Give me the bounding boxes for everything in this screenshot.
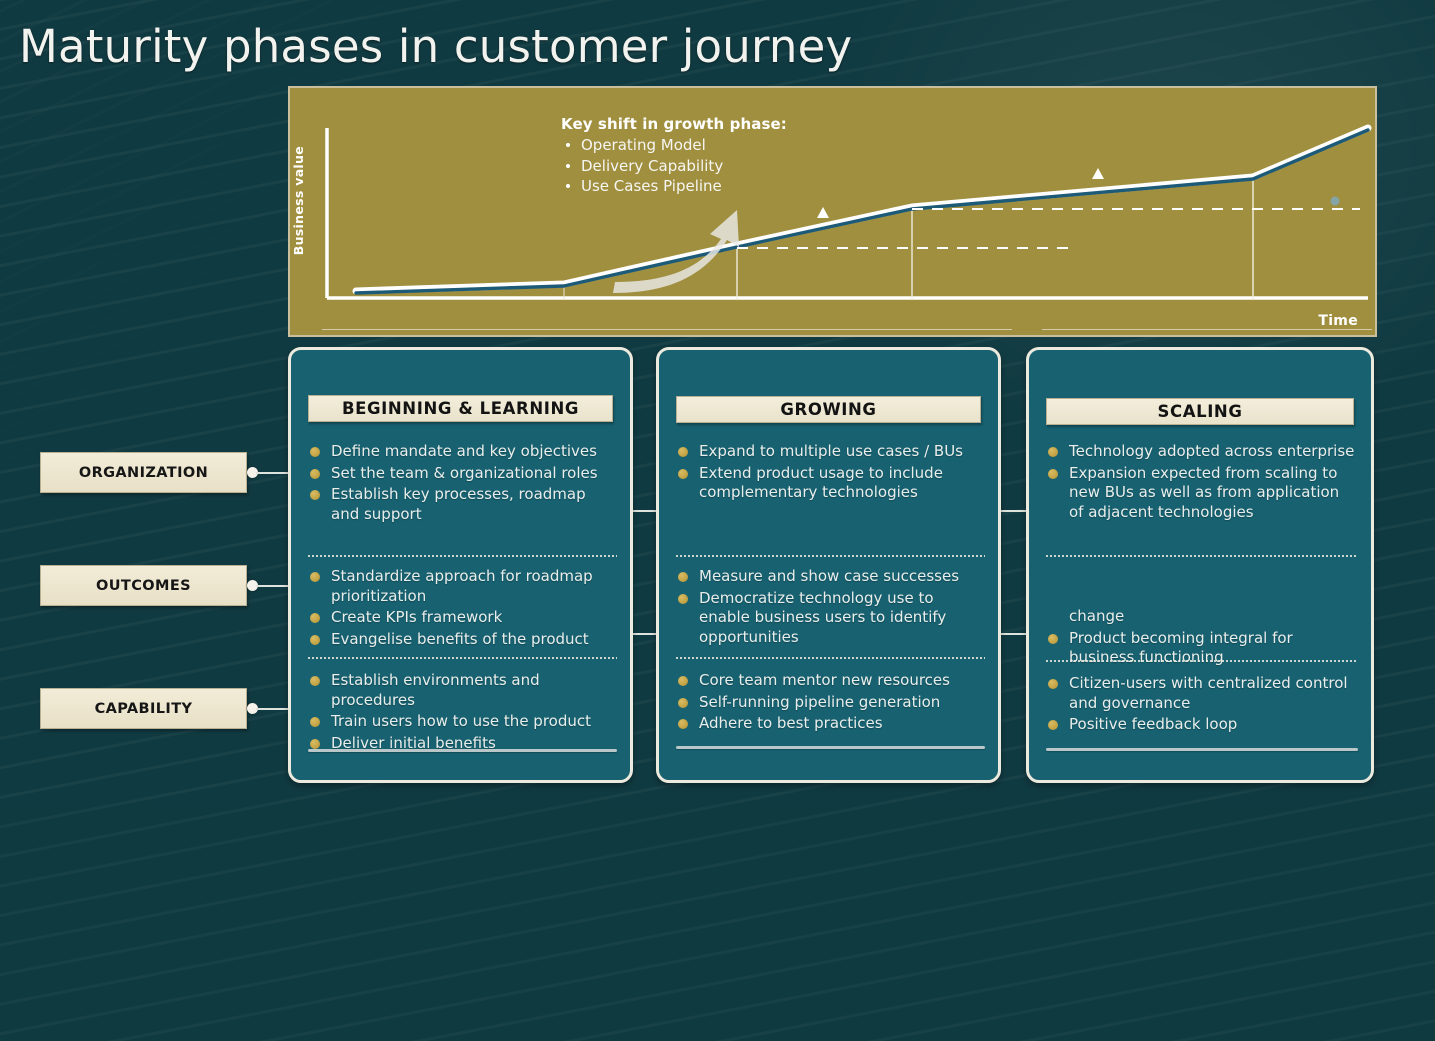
card-bottom-rule xyxy=(1046,748,1358,751)
business-value-chart-panel: Business value Time Key shift in growth … xyxy=(288,86,1377,337)
card-divider-1 xyxy=(676,555,985,557)
row-label-text: ORGANIZATION xyxy=(78,464,209,481)
growth-curve-line xyxy=(354,128,1370,295)
card-group-outcomes: Measure and show case successes Democrat… xyxy=(676,567,985,649)
marker-dot-icon xyxy=(1330,196,1340,206)
card-group-capability: Core team mentor new resources Self-runn… xyxy=(676,671,985,736)
list-item: Standardize approach for roadmap priorit… xyxy=(308,567,617,606)
card-group-capability: Citizen-users with centralized control a… xyxy=(1046,674,1358,737)
list-item: Technology adopted across enterprise xyxy=(1046,442,1358,462)
card-divider-1 xyxy=(1046,555,1358,557)
list-item: Evangelise benefits of the product xyxy=(308,630,617,650)
list-item: Measure and show case successes xyxy=(676,567,985,587)
list-item: Extend product usage to include compleme… xyxy=(676,464,985,503)
growth-arrow-icon xyxy=(613,210,739,293)
list-item: Expand to multiple use cases / BUs xyxy=(676,442,985,462)
phase-card-scaling[interactable]: SCALING Technology adopted across enterp… xyxy=(1026,347,1374,783)
card-divider-1 xyxy=(308,555,617,557)
key-shift-list: Operating Model Delivery Capability Use … xyxy=(561,135,787,197)
page-title: Maturity phases in customer journey xyxy=(19,20,853,73)
list-item: Define mandate and key objectives xyxy=(308,442,617,462)
card-group-outcomes: Standardize approach for roadmap priorit… xyxy=(308,567,617,651)
list-item: Establish key processes, roadmap and sup… xyxy=(308,485,617,524)
uplift-triangle-1 xyxy=(817,207,829,218)
uplift-triangle-2 xyxy=(1092,168,1104,179)
list-item: Deliver initial benefits xyxy=(308,734,617,754)
connector-dot-outcomes xyxy=(247,580,258,591)
card-divider-2 xyxy=(1046,660,1358,662)
bullet-list: Core team mentor new resources Self-runn… xyxy=(676,671,985,734)
card-connector-1b xyxy=(631,633,657,635)
list-item: Train users how to use the product xyxy=(308,712,617,732)
bullet-list: Technology adopted across enterprise Exp… xyxy=(1046,442,1358,522)
bullet-list: Standardize approach for roadmap priorit… xyxy=(308,567,617,649)
bullet-list: Expand to multiple use cases / BUs Exten… xyxy=(676,442,985,503)
key-shift-heading: Key shift in growth phase: xyxy=(561,115,787,133)
key-shift-callout: Key shift in growth phase: Operating Mod… xyxy=(561,115,787,197)
bullet-list: Citizen-users with centralized control a… xyxy=(1046,674,1358,735)
key-shift-item: Use Cases Pipeline xyxy=(561,176,787,197)
list-item: Set the team & organizational roles xyxy=(308,464,617,484)
connector-line-organization xyxy=(256,472,292,474)
phase-card-beginning-learning[interactable]: BEGINNING & LEARNING Define mandate and … xyxy=(288,347,633,783)
card-bottom-rule xyxy=(676,746,985,749)
list-item-continuation: change xyxy=(1069,607,1125,625)
bullet-list: Define mandate and key objectives Set th… xyxy=(308,442,617,524)
list-item: Adhere to best practices xyxy=(676,714,985,734)
row-label-text: OUTCOMES xyxy=(96,577,191,594)
list-item: Core team mentor new resources xyxy=(676,671,985,691)
list-item: Self-running pipeline generation xyxy=(676,693,985,713)
list-item: Positive feedback loop xyxy=(1046,715,1358,735)
list-item: Create KPIs framework xyxy=(308,608,617,628)
key-shift-item: Operating Model xyxy=(561,135,787,156)
connector-dot-capability xyxy=(247,703,258,714)
card-header-text: BEGINNING & LEARNING xyxy=(341,399,580,418)
list-item: Democratize technology use to enable bus… xyxy=(676,589,985,648)
card-header-text: SCALING xyxy=(1157,402,1243,421)
card-group-capability: Establish environments and procedures Tr… xyxy=(308,671,617,755)
card-divider-2 xyxy=(308,657,617,659)
key-shift-item: Delivery Capability xyxy=(561,156,787,177)
row-label-outcomes[interactable]: OUTCOMES xyxy=(40,565,247,606)
card-divider-2 xyxy=(676,657,985,659)
card-header: BEGINNING & LEARNING xyxy=(308,395,613,422)
connector-line-capability xyxy=(256,708,292,710)
row-label-capability[interactable]: CAPABILITY xyxy=(40,688,247,729)
phase-card-growing[interactable]: GROWING Expand to multiple use cases / B… xyxy=(656,347,1001,783)
row-label-organization[interactable]: ORGANIZATION xyxy=(40,452,247,493)
row-label-text: CAPABILITY xyxy=(94,700,193,717)
card-group-organization: Technology adopted across enterprise Exp… xyxy=(1046,442,1358,524)
connector-line-outcomes xyxy=(256,585,292,587)
chart-x-axis-label: Time xyxy=(1318,313,1358,329)
card-connector-2a xyxy=(999,510,1026,512)
list-item: Establish environments and procedures xyxy=(308,671,617,710)
card-connector-2b xyxy=(999,633,1026,635)
card-header: SCALING xyxy=(1046,398,1354,425)
bullet-list: Establish environments and procedures Tr… xyxy=(308,671,617,753)
list-item: Expansion expected from scaling to new B… xyxy=(1046,464,1358,523)
card-group-organization: Define mandate and key objectives Set th… xyxy=(308,442,617,526)
bullet-list: Measure and show case successes Democrat… xyxy=(676,567,985,647)
list-item: Citizen-users with centralized control a… xyxy=(1046,674,1358,713)
chart-svg xyxy=(325,124,1372,300)
chart-y-axis-label: Business value xyxy=(291,146,306,256)
bullet-list: change Product becoming integral for bus… xyxy=(1046,607,1358,668)
card-header: GROWING xyxy=(676,396,981,423)
card-group-organization: Expand to multiple use cases / BUs Exten… xyxy=(676,442,985,505)
card-bottom-rule xyxy=(308,749,617,752)
chart-footer-rules xyxy=(290,329,1375,330)
card-header-text: GROWING xyxy=(780,400,877,419)
chart-inner: Business value Time Key shift in growth … xyxy=(290,88,1375,335)
growth-curve-highlight xyxy=(352,124,1372,295)
connector-dot-organization xyxy=(247,467,258,478)
card-connector-1a xyxy=(631,510,657,512)
